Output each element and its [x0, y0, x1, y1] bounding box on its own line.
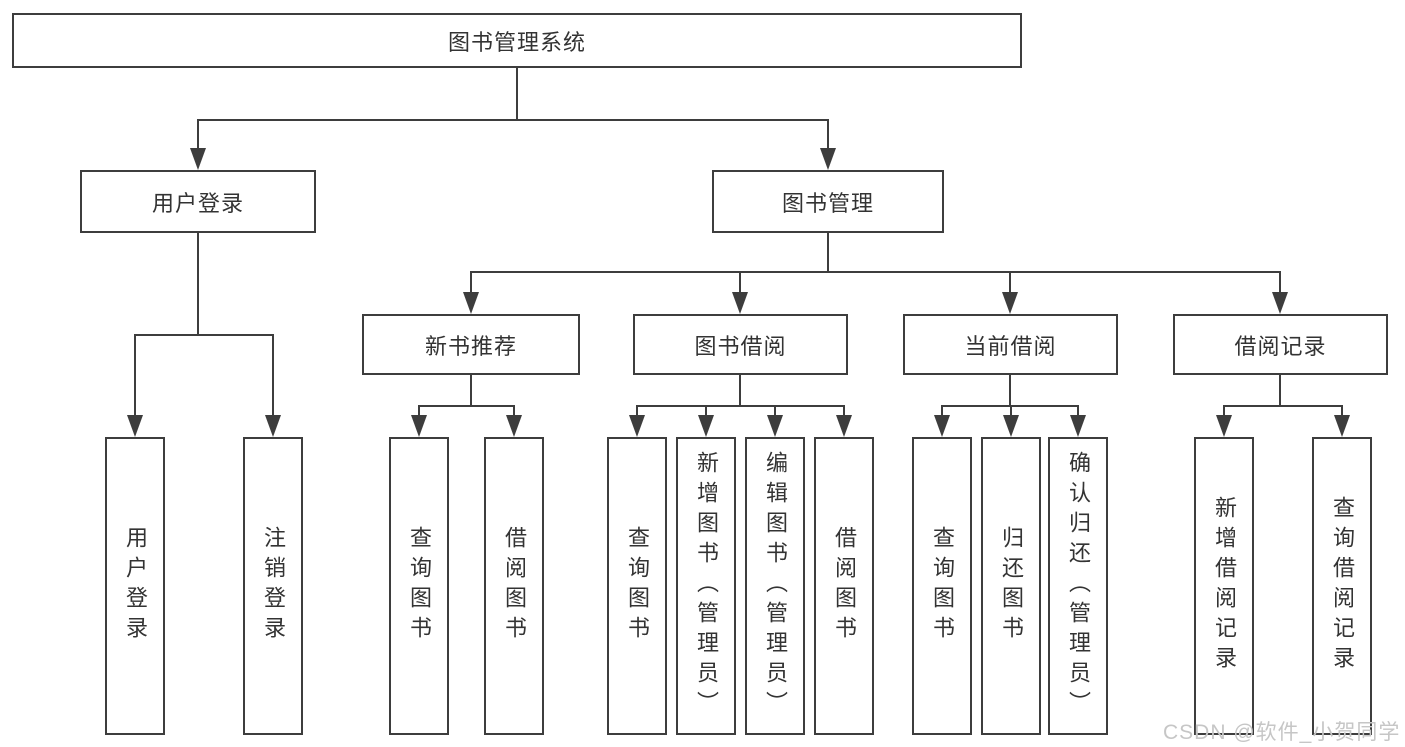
connector-hline [134, 334, 274, 336]
leaf-query-book-2: 查询图书 [607, 437, 667, 735]
connector-vline [636, 406, 638, 416]
node-current-borrow: 当前借阅 [903, 314, 1118, 375]
node-user-login: 用户登录 [80, 170, 316, 233]
arrowhead-down-icon [1272, 292, 1288, 314]
arrowhead-down-icon [1003, 415, 1019, 437]
arrowhead-down-icon [1002, 292, 1018, 314]
leaf-user-login: 用户登录 [105, 437, 165, 735]
connector-hline [197, 119, 829, 121]
connector-vline [1341, 406, 1343, 416]
node-new-book-recommend: 新书推荐 [362, 314, 580, 375]
leaf-query-book-3: 查询图书 [912, 437, 972, 735]
arrowhead-down-icon [836, 415, 852, 437]
node-book-borrow: 图书借阅 [633, 314, 848, 375]
arrowhead-down-icon [463, 292, 479, 314]
connector-vline [1009, 272, 1011, 293]
leaf-borrow-book-1: 借阅图书 [484, 437, 544, 735]
leaf-borrow-book-2: 借阅图书 [814, 437, 874, 735]
leaf-query-book-1: 查询图书 [389, 437, 449, 735]
connector-hline [636, 405, 845, 407]
leaf-return-book: 归还图书 [981, 437, 1041, 735]
connector-hline [1223, 405, 1343, 407]
connector-vline [418, 406, 420, 416]
arrowhead-down-icon [1334, 415, 1350, 437]
connector-vline [705, 406, 707, 416]
node-borrow-records: 借阅记录 [1173, 314, 1388, 375]
connector-vline [1279, 375, 1281, 406]
connector-vline [470, 272, 472, 293]
node-root-library-system: 图书管理系统 [12, 13, 1022, 68]
connector-vline [513, 406, 515, 416]
connector-vline [1223, 406, 1225, 416]
connector-vline [774, 406, 776, 416]
arrowhead-down-icon [934, 415, 950, 437]
arrowhead-down-icon [698, 415, 714, 437]
connector-vline [470, 375, 472, 406]
arrowhead-down-icon [629, 415, 645, 437]
connector-hline [418, 405, 515, 407]
arrowhead-down-icon [411, 415, 427, 437]
leaf-logout-login: 注销登录 [243, 437, 303, 735]
arrowhead-down-icon [767, 415, 783, 437]
leaf-confirm-return-admin: 确认归还（管理员） [1048, 437, 1108, 735]
arrowhead-down-icon [190, 148, 206, 170]
connector-vline [1010, 406, 1012, 416]
connector-hline [470, 271, 1281, 273]
arrowhead-down-icon [265, 415, 281, 437]
node-book-management: 图书管理 [712, 170, 944, 233]
connector-vline [197, 233, 199, 335]
connector-vline [197, 120, 199, 149]
connector-vline [843, 406, 845, 416]
arrowhead-down-icon [127, 415, 143, 437]
leaf-query-borrow-record: 查询借阅记录 [1312, 437, 1372, 735]
arrowhead-down-icon [1070, 415, 1086, 437]
leaf-add-borrow-record: 新增借阅记录 [1194, 437, 1254, 735]
connector-vline [134, 335, 136, 415]
connector-vline [739, 375, 741, 406]
connector-vline [516, 68, 518, 120]
connector-vline [827, 120, 829, 149]
arrowhead-down-icon [506, 415, 522, 437]
connector-vline [1009, 375, 1011, 406]
connector-vline [1279, 272, 1281, 293]
arrowhead-down-icon [732, 292, 748, 314]
connector-vline [1077, 406, 1079, 416]
watermark: CSDN @软件_小贺同学 [1163, 721, 1401, 744]
arrowhead-down-icon [820, 148, 836, 170]
connector-vline [827, 233, 829, 273]
connector-vline [272, 335, 274, 415]
leaf-edit-book-admin: 编辑图书（管理员） [745, 437, 805, 735]
connector-vline [941, 406, 943, 416]
arrowhead-down-icon [1216, 415, 1232, 437]
connector-vline [739, 272, 741, 293]
leaf-add-book-admin: 新增图书（管理员） [676, 437, 736, 735]
